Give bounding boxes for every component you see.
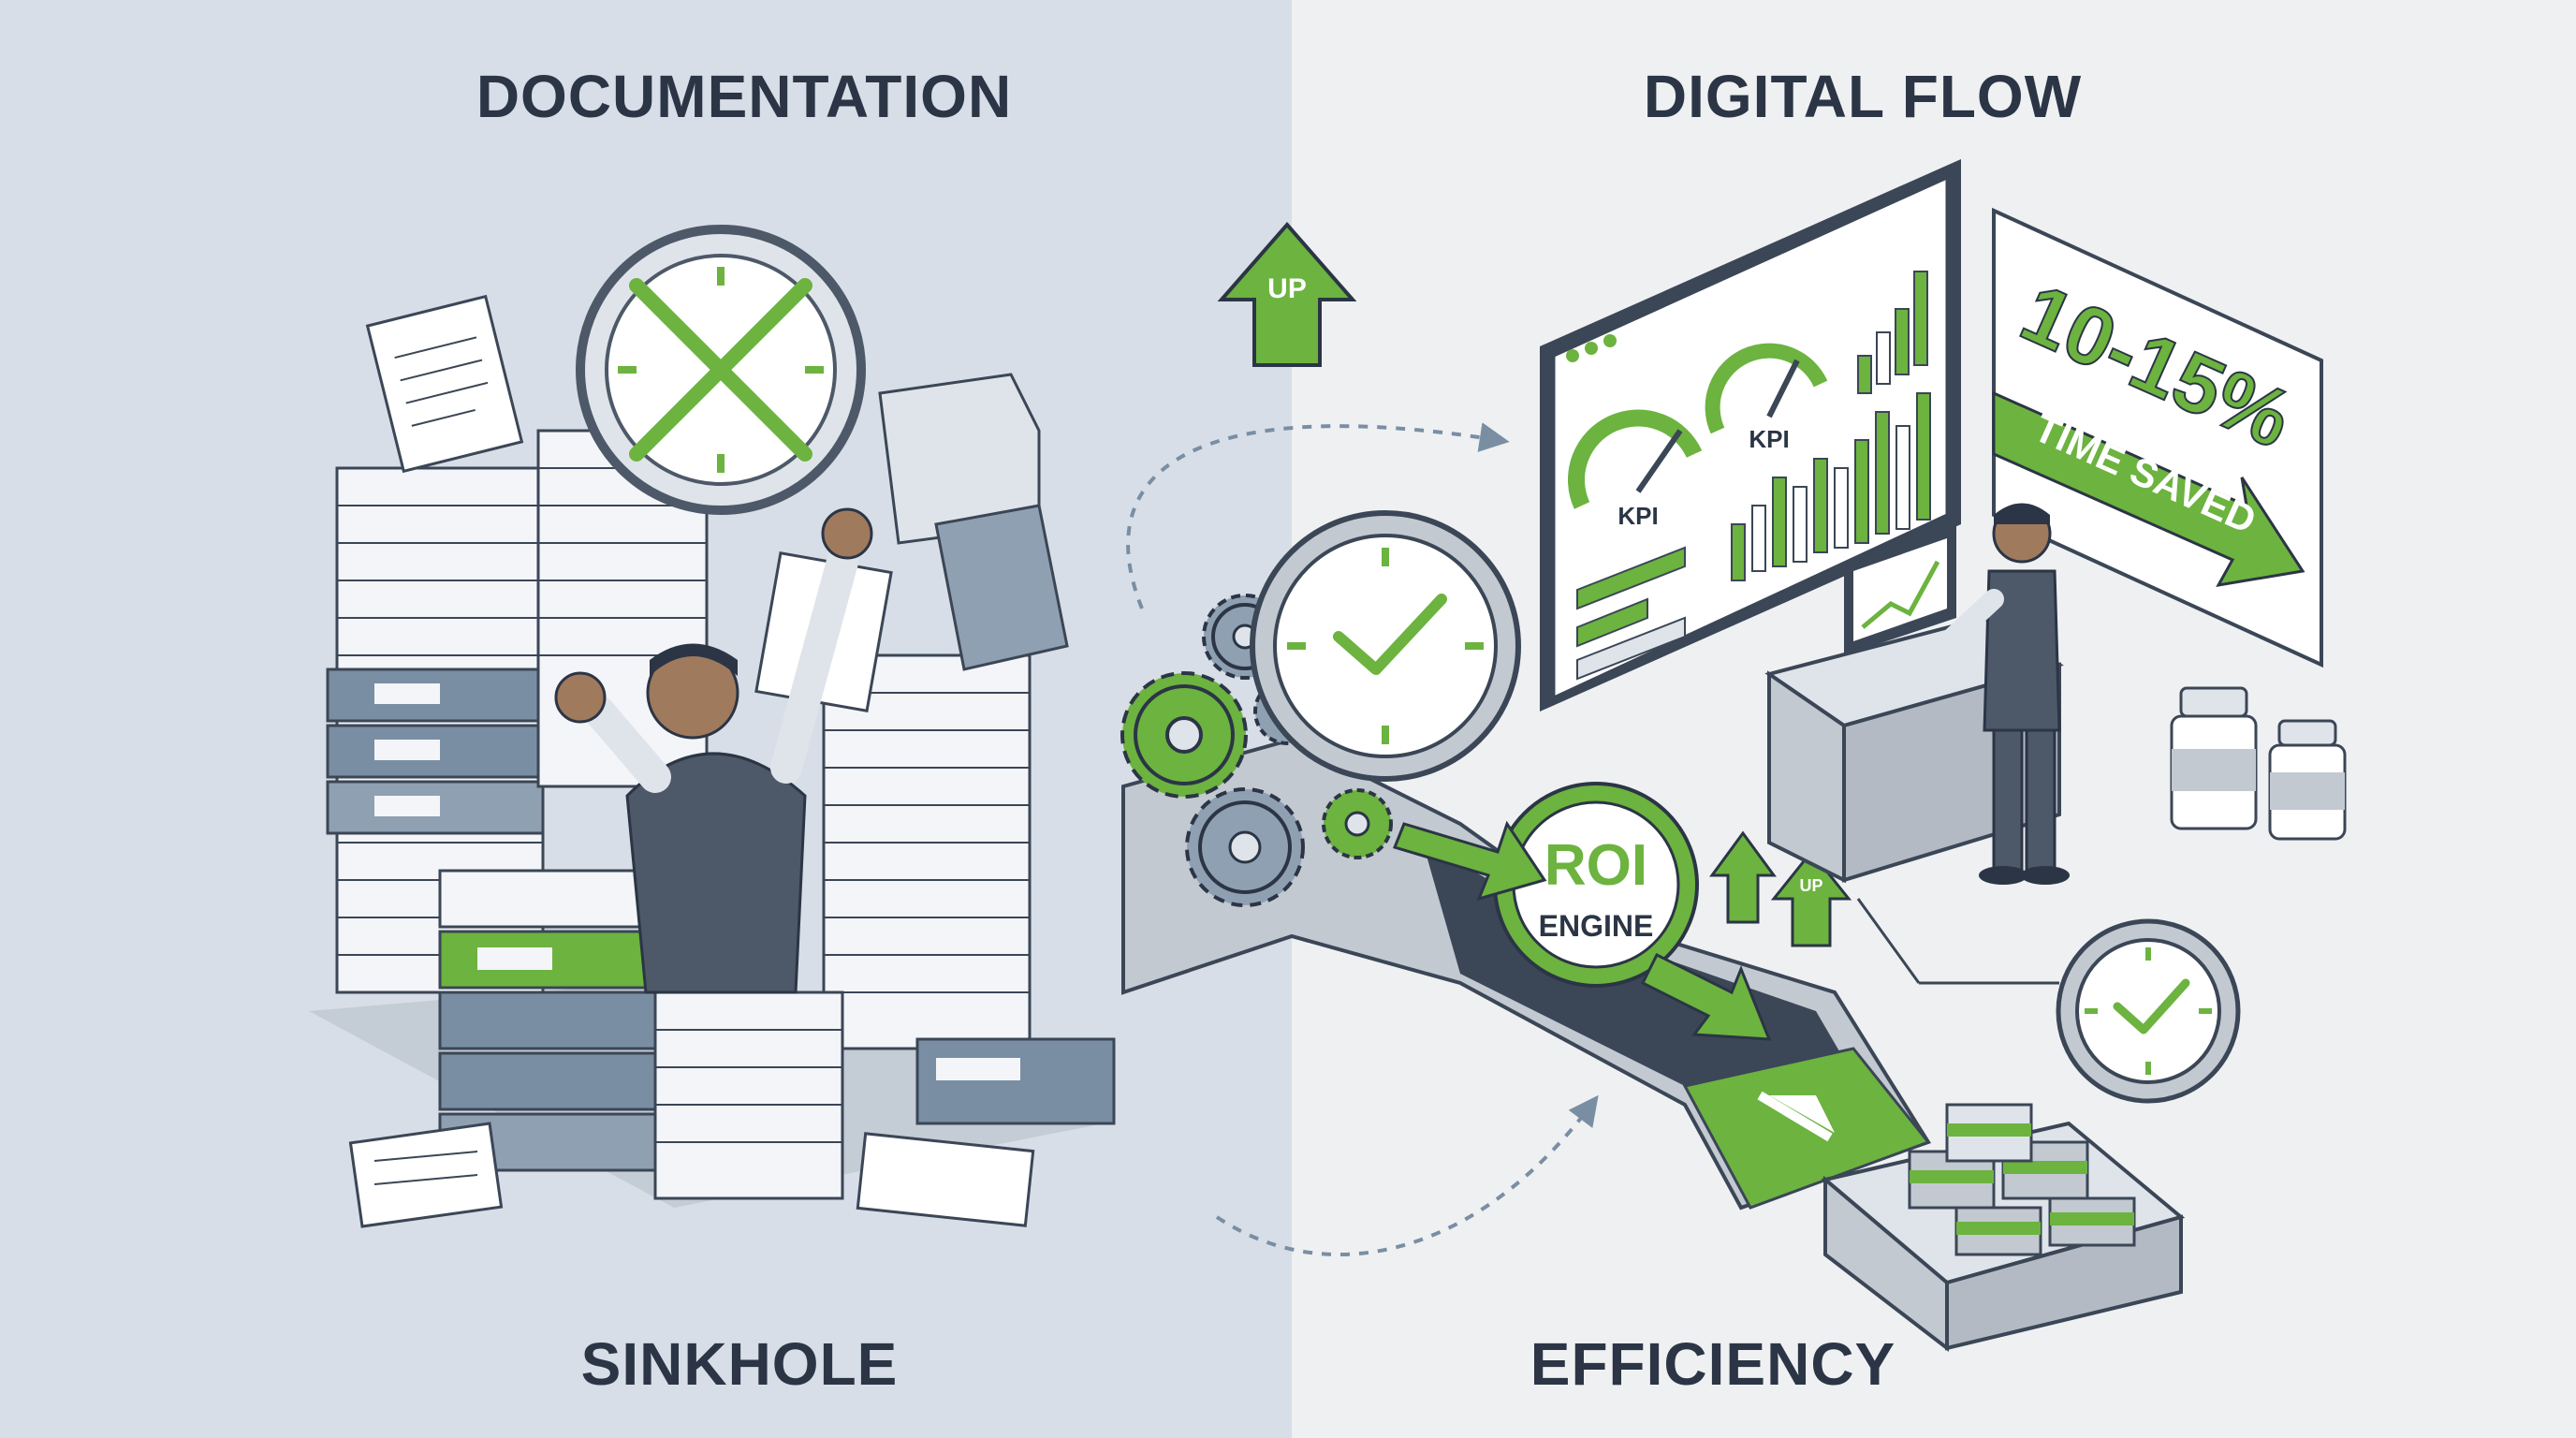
- arrow-right-icon: [1640, 952, 1772, 1041]
- folder-icon: [934, 504, 1069, 671]
- medicine-bottle-icon: [2170, 686, 2258, 830]
- medicine-bottle-icon: [2268, 719, 2347, 841]
- gear-icon: [1185, 787, 1305, 907]
- kpi-gauge-1-label: KPI: [1617, 502, 1658, 530]
- clock-check-icon: [2056, 918, 2241, 1104]
- progress-bars: [1576, 546, 1686, 681]
- crossed-clock-icon: [576, 225, 866, 515]
- heading-digital-flow: DIGITAL FLOW: [1643, 63, 2083, 130]
- roi-label: ROI: [1544, 833, 1647, 898]
- gear-icon: [1322, 788, 1393, 859]
- time-saved-panel: 10-15% TIME SAVED: [1992, 207, 2323, 668]
- document-icon: [348, 1122, 504, 1228]
- dashed-flow-arrow: [1215, 1094, 1599, 1256]
- heading-documentation: DOCUMENTATION: [476, 63, 1013, 130]
- arrow-up-icon: UP: [1770, 849, 1852, 947]
- person-icon: [554, 507, 873, 994]
- bar-chart-icon: [1857, 271, 1928, 394]
- bar-chart-icon: [1731, 392, 1931, 581]
- clock-check-icon: [1250, 510, 1521, 782]
- arrow-up-icon: [1709, 830, 1777, 924]
- roi-engine-badge: ROI ENGINE: [1493, 782, 1699, 988]
- binder-icon: [326, 668, 545, 835]
- document-icon: [365, 294, 524, 474]
- dashed-flow-arrow: [1126, 422, 1510, 609]
- paper-stack: [653, 990, 844, 1200]
- gear-icon: [1120, 671, 1248, 799]
- gauge-icon: KPI: [1705, 343, 1828, 453]
- up-arrow-label: UP: [1267, 273, 1307, 304]
- kpi-gauge-2-label: KPI: [1749, 425, 1789, 453]
- heading-efficiency: EFFICIENCY: [1530, 1330, 1896, 1398]
- paper-stack: [822, 653, 1032, 1050]
- arrow-up-icon: UP: [1217, 221, 1357, 367]
- document-icon: [856, 1132, 1035, 1227]
- cash-bundle-icon: [1908, 1103, 2136, 1256]
- up-arrow-small-label: UP: [1799, 876, 1822, 895]
- person-icon: [1918, 503, 2070, 885]
- connector-line: [1856, 898, 1921, 984]
- engine-label: ENGINE: [1539, 909, 1654, 943]
- computer-monitor: [1844, 524, 1956, 655]
- folder-icon: [878, 373, 1041, 545]
- arrow-right-icon: [1392, 820, 1547, 902]
- gauge-icon: KPI: [1568, 409, 1703, 530]
- heading-sinkhole: SINKHOLE: [580, 1330, 899, 1398]
- binder-icon: [915, 1037, 1116, 1125]
